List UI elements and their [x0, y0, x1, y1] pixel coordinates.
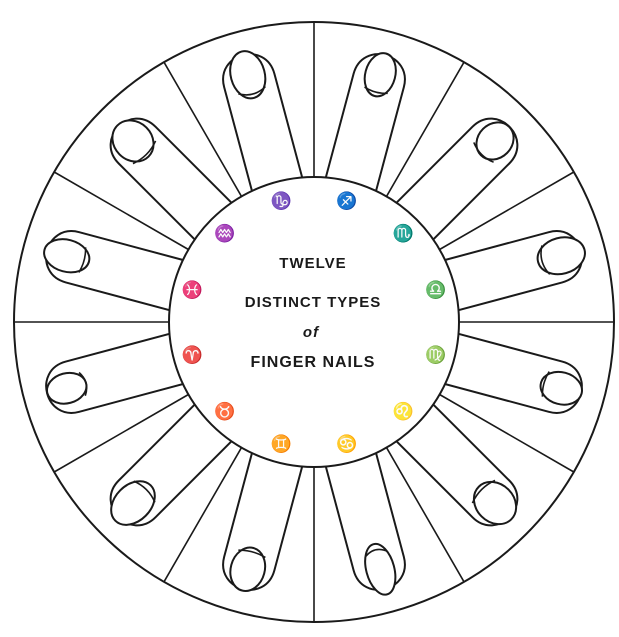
- zodiac-sign-3: ♏: [393, 223, 414, 244]
- zodiac-sign-11: ♓: [182, 279, 203, 300]
- zodiac-sign-6: ♌: [393, 401, 414, 422]
- zodiac-sign-7: ♋: [336, 434, 357, 455]
- zodiac-sign-10: ♈: [182, 345, 203, 366]
- inner-circle: [169, 177, 459, 467]
- zodiac-sign-8: ♊: [271, 434, 292, 455]
- title-line-2: DISTINCT TYPES: [245, 294, 382, 311]
- zodiac-sign-4: ♎: [425, 279, 446, 300]
- title-line-3: of: [303, 324, 320, 341]
- zodiac-sign-12: ♒: [214, 223, 235, 244]
- zodiac-sign-9: ♉: [214, 401, 235, 422]
- title-line-1: TWELVE: [279, 255, 346, 272]
- title-line-4: FINGER NAILS: [251, 354, 376, 371]
- zodiac-sign-5: ♍: [425, 345, 446, 366]
- zodiac-sign-1: ♑: [271, 190, 292, 211]
- zodiac-sign-2: ♐: [336, 190, 357, 211]
